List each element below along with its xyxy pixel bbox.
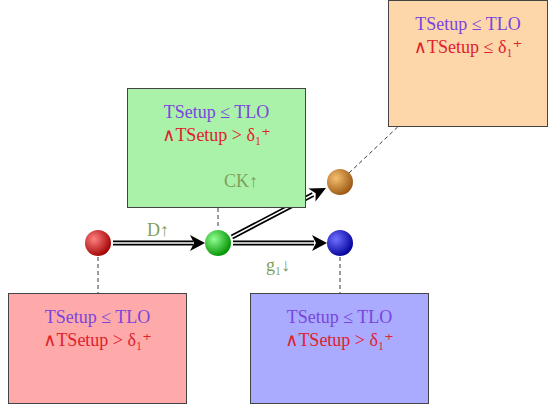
condition-text: ∧TSetup > δ₁⁺ [134, 124, 299, 147]
leader-line [340, 257, 341, 293]
condition-text: TSetup ≤ TLO [134, 101, 299, 124]
condition-text: ∧TSetup > δ₁⁺ [15, 329, 180, 352]
transition-label: g₁↓ [266, 255, 290, 275]
condition-text: ∧TSetup > δ₁⁺ [257, 329, 422, 352]
condition-text: TSetup ≤ TLO [15, 306, 180, 329]
leader-line [98, 257, 99, 293]
condition-box: TSetup ≤ TLO∧TSetup > δ₁⁺ [8, 293, 187, 404]
condition-box: TSetup ≤ TLO∧TSetup ≤ δ₁⁺ [388, 0, 548, 127]
state-circle [85, 230, 111, 256]
leader-line [349, 121, 404, 173]
condition-text: TSetup ≤ TLO [257, 306, 422, 329]
condition-text: ∧TSetup ≤ δ₁⁺ [395, 36, 541, 59]
state-circle [205, 230, 231, 256]
condition-box: TSetup ≤ TLO∧TSetup > δ₁⁺ [250, 293, 429, 404]
transition-label: D↑ [147, 220, 169, 240]
state-circle [327, 169, 353, 195]
condition-text: TSetup ≤ TLO [395, 13, 541, 36]
leader-line [218, 208, 219, 229]
double-arrow [233, 235, 327, 251]
state-circle [327, 230, 353, 256]
transition-label: CK↑ [224, 171, 258, 191]
condition-box: TSetup ≤ TLO∧TSetup > δ₁⁺ [127, 88, 306, 208]
